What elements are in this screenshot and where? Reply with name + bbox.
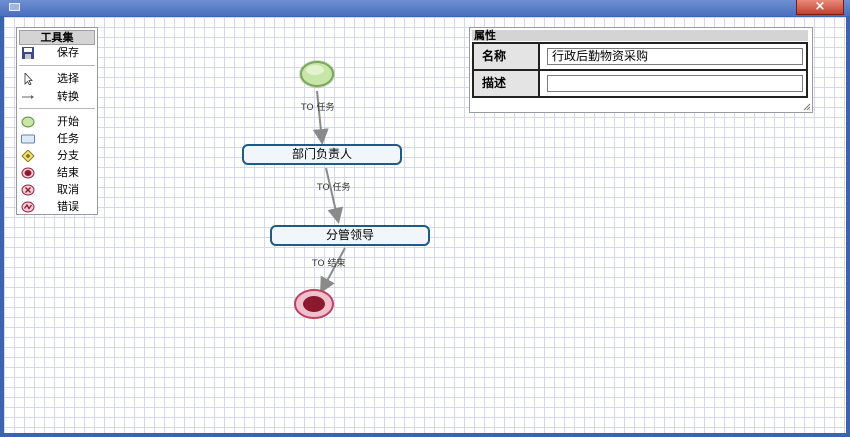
tool-transition-label: 转换 <box>57 90 79 103</box>
properties-title: 属性 <box>472 30 808 41</box>
tool-branch-label: 分支 <box>57 149 79 162</box>
start-node-icon <box>21 116 35 128</box>
end-node-icon <box>21 167 35 179</box>
task-node-dept-head[interactable]: 部门负责人 <box>242 144 402 165</box>
description-input[interactable] <box>547 75 803 92</box>
toolbox-title: 工具集 <box>19 30 95 45</box>
transition-label: TO 任务 <box>301 103 335 113</box>
diagram-connectors <box>294 60 346 319</box>
tool-end-label: 结束 <box>57 166 79 179</box>
property-desc-label: 描述 <box>474 71 540 96</box>
task-node-supervisor[interactable]: 分管领导 <box>270 225 430 246</box>
transition-supervisor-to-end[interactable] <box>320 247 346 294</box>
transition-start-to-dept-head[interactable] <box>312 90 329 145</box>
transition-arrow-icon <box>22 95 34 99</box>
tool-save-label: 保存 <box>57 46 79 59</box>
properties-panel: 属性 名称 行政后勤物资采购 描述 <box>469 27 813 113</box>
tool-cancel-label: 取消 <box>57 183 79 196</box>
branch-diamond-icon <box>21 150 35 162</box>
transition-label: TO 任务 <box>317 183 351 193</box>
task-node-icon <box>21 134 35 144</box>
window-icon[interactable] <box>9 3 20 11</box>
close-button[interactable]: × <box>796 0 844 15</box>
property-row-description: 描述 <box>474 71 806 96</box>
property-row-divider <box>474 69 806 71</box>
toolbox-separator <box>19 65 95 66</box>
save-icon <box>22 47 34 59</box>
task-node-label: 部门负责人 <box>291 147 352 161</box>
transition-dept-head-to-supervisor[interactable] <box>325 167 344 224</box>
property-name-label: 名称 <box>474 44 540 69</box>
tool-select-label: 选择 <box>57 72 79 85</box>
property-name-cell: 行政后勤物资采购 <box>542 44 806 69</box>
end-event[interactable] <box>294 289 334 319</box>
tool-task-label: 任务 <box>57 132 79 145</box>
resize-grip-icon[interactable] <box>803 103 811 111</box>
properties-table: 名称 行政后勤物资采购 描述 <box>472 42 808 98</box>
pointer-icon <box>24 73 33 85</box>
toolbox-panel: 工具集 保存 选择 <box>16 27 98 215</box>
start-event[interactable] <box>299 60 335 88</box>
title-bar[interactable]: × <box>0 0 850 16</box>
transition-label: TO 结束 <box>312 259 346 269</box>
tool-start-label: 开始 <box>57 115 79 128</box>
name-input[interactable]: 行政后勤物资采购 <box>547 48 803 65</box>
toolbox-separator <box>19 108 95 109</box>
task-node-label: 分管领导 <box>325 228 374 242</box>
property-row-name: 名称 行政后勤物资采购 <box>474 44 806 69</box>
flow-canvas[interactable]: 工具集 保存 选择 <box>4 17 846 433</box>
error-node-icon <box>21 201 35 213</box>
cancel-node-icon <box>21 184 35 196</box>
property-desc-cell <box>542 71 806 96</box>
tool-error-label: 错误 <box>57 200 79 213</box>
